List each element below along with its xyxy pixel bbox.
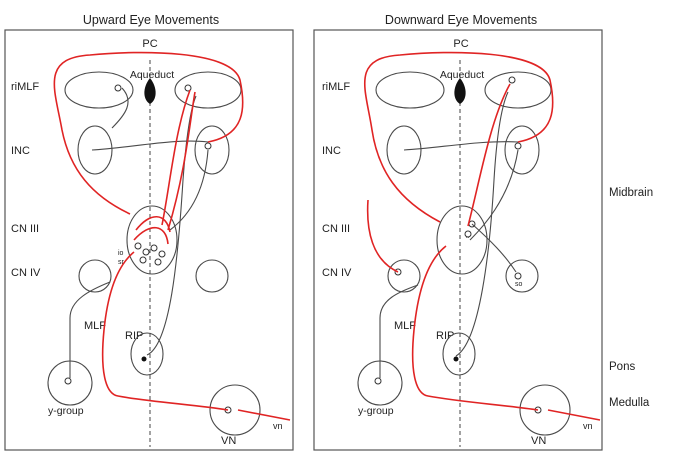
path-vn-out	[547, 409, 601, 421]
rip-nucleus	[442, 332, 476, 376]
path-inc-cn3	[169, 149, 209, 231]
path-inc-cross	[403, 141, 519, 151]
io-label: io	[118, 250, 124, 257]
aqueduct-shape	[454, 78, 466, 104]
path-inc-cross	[91, 140, 209, 151]
cn3-cell	[134, 242, 142, 250]
path-ygroup	[379, 284, 419, 378]
path-vn-cn3	[411, 245, 539, 411]
ygroup-label: y-group	[358, 405, 394, 417]
cn3-cell	[142, 248, 150, 256]
path-rip	[146, 95, 197, 356]
path-rimlf-cn3-b	[167, 91, 196, 231]
panel-title: Downward Eye Movements	[385, 13, 537, 27]
panel-upward: Upward Eye Movements PC riMLF Aqueduct I…	[4, 13, 294, 451]
path-cn3-arc2	[133, 226, 169, 245]
cn3-cell	[158, 250, 166, 258]
cell-inc-right	[514, 142, 522, 150]
inc-left-nucleus	[386, 125, 422, 175]
rimlf-right-nucleus	[484, 71, 552, 109]
ygroup-label: y-group	[48, 405, 84, 417]
pc-label: PC	[142, 38, 157, 50]
cn3-cell	[154, 258, 162, 266]
vn-nucleus	[519, 384, 571, 436]
cn3-cell	[139, 256, 147, 264]
cell-inc-right	[204, 142, 212, 150]
cn3-label: CN III	[11, 223, 39, 235]
region-pons-label: Pons	[609, 361, 635, 373]
path-vn-cn3	[101, 251, 229, 411]
cn4-left-nucleus	[387, 259, 421, 293]
path-ygroup	[69, 281, 111, 378]
mlf-label: MLF	[84, 320, 106, 332]
panel-downward: Downward Eye Movements PC riMLF Aqueduct…	[313, 13, 603, 451]
rimlf-left-nucleus	[375, 71, 445, 109]
path-inc-cn3	[469, 149, 519, 241]
inc-label: INC	[322, 145, 341, 157]
cell-rimlf-right	[508, 76, 516, 84]
cn4-label: CN IV	[11, 267, 41, 279]
cn3-cell	[464, 230, 472, 238]
path-rimlf-cn3	[161, 89, 191, 226]
cn4-right-nucleus	[195, 259, 229, 293]
cell-rip	[141, 356, 147, 362]
path-rimlf-inc	[111, 87, 129, 129]
region-medulla-label: Medulla	[609, 397, 650, 409]
aqueduct-label: Aqueduct	[440, 69, 484, 81]
region-midbrain-label: Midbrain	[609, 187, 653, 199]
rimlf-label: riMLF	[322, 81, 350, 93]
so-label: so	[515, 281, 523, 288]
mlf-label: MLF	[394, 320, 416, 332]
path-cn4	[366, 199, 399, 273]
cell-ygroup	[374, 377, 382, 385]
rimlf-label: riMLF	[11, 81, 39, 93]
cn3-nucleus	[126, 205, 178, 275]
aqueduct-shape	[144, 78, 156, 104]
rip-label: RIP	[125, 330, 143, 342]
sr-label: sr	[118, 259, 125, 266]
path-vn-out	[237, 409, 291, 421]
panel-frame	[313, 29, 603, 451]
cn4-right-nucleus	[505, 259, 539, 293]
vn-nucleus	[209, 384, 261, 436]
vn-label: VN	[531, 435, 546, 447]
cell-rimlf-right	[184, 84, 192, 92]
path-pc-loop	[363, 51, 554, 223]
inc-left-nucleus	[77, 125, 113, 175]
cn3-nucleus	[436, 205, 488, 275]
vn-small-label: vn	[273, 421, 283, 431]
rimlf-left-nucleus	[64, 71, 134, 109]
inc-label: INC	[11, 145, 30, 157]
rip-label: RIP	[436, 330, 454, 342]
inc-right-nucleus	[504, 125, 540, 175]
path-pc-loop	[53, 51, 244, 215]
panel-title: Upward Eye Movements	[83, 13, 219, 27]
vn-small-label: vn	[583, 421, 593, 431]
cn3-label: CN III	[322, 223, 350, 235]
rimlf-right-nucleus	[174, 71, 242, 109]
path-rimlf-cn3	[467, 83, 511, 227]
cn4-left-nucleus	[78, 259, 112, 293]
cell-rip	[453, 356, 459, 362]
vn-label: VN	[221, 435, 236, 447]
cell-rimlf-left	[114, 84, 122, 92]
path-cn3-cn4	[471, 223, 517, 273]
cn4-label: CN IV	[322, 267, 352, 279]
pc-label: PC	[453, 38, 468, 50]
path-rip	[455, 91, 509, 357]
inc-right-nucleus	[194, 125, 230, 175]
panel-frame	[4, 29, 294, 451]
cn3-cell	[150, 244, 158, 252]
aqueduct-label: Aqueduct	[130, 69, 174, 81]
cell-ygroup	[64, 377, 72, 385]
cell-cn4-right	[514, 272, 522, 280]
rip-nucleus	[130, 332, 164, 376]
path-cn3-arc1	[135, 215, 171, 233]
